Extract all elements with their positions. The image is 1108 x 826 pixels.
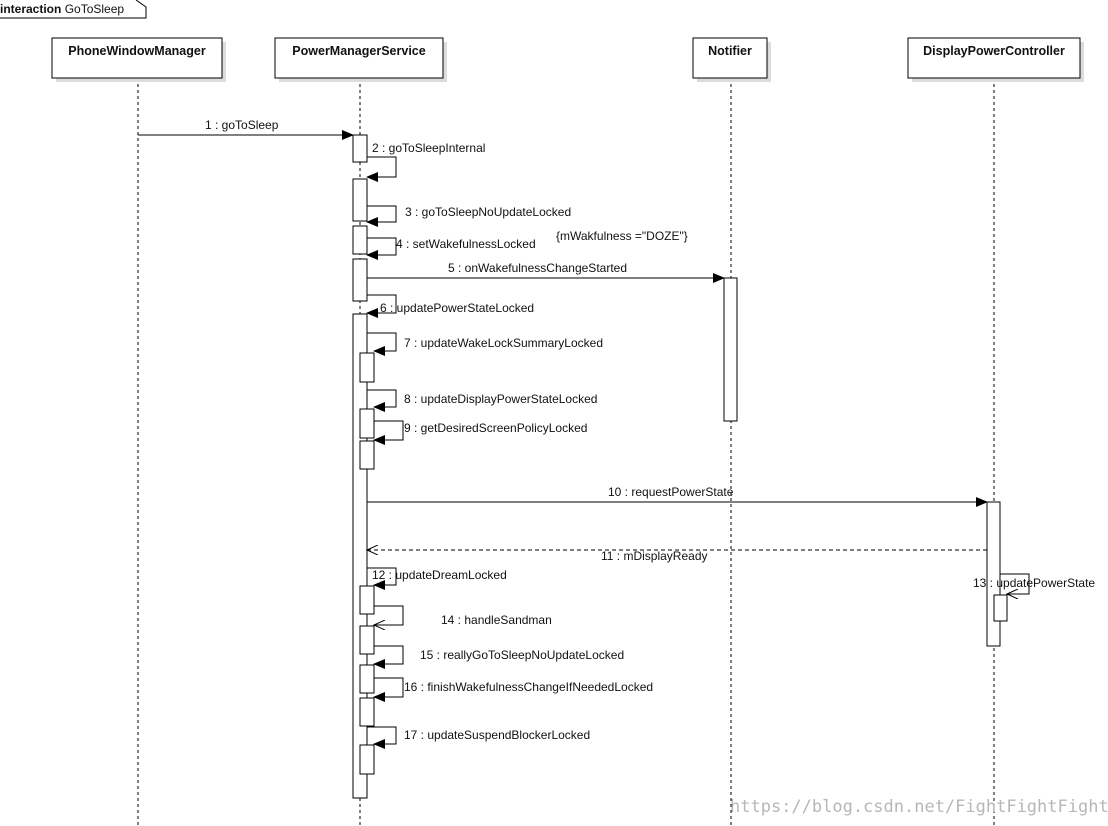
message-arrow — [366, 156, 397, 182]
message-arrow — [373, 645, 404, 669]
message-label: 15 : reallyGoToSleepNoUpdateLocked — [420, 648, 624, 662]
message-label: 5 : onWakefulnessChangeStarted — [448, 261, 627, 275]
activation-bar — [359, 585, 375, 615]
message-label: 17 : updateSuspendBlockerLocked — [404, 728, 590, 742]
activation-bar-display — [986, 501, 1001, 647]
message-arrow — [367, 389, 397, 412]
activation-bar — [359, 744, 375, 775]
activation-bar — [359, 625, 375, 655]
lifeline-head-display-power-controller[interactable]: DisplayPowerController — [907, 37, 1084, 82]
frame-name: GoToSleep — [65, 2, 125, 16]
message-label: 14 : handleSandman — [441, 613, 552, 627]
activation-bar — [359, 352, 375, 383]
message-arrow — [366, 205, 397, 227]
lifelines — [137, 78, 995, 826]
activation-bar-display-nested — [993, 594, 1008, 622]
message-arrow — [367, 567, 397, 590]
message-label: 1 : goToSleep — [205, 118, 279, 132]
lifeline-name: Notifier — [708, 44, 752, 58]
activation-bar — [359, 440, 375, 470]
activation-bar — [352, 178, 368, 222]
message-label: 16 : finishWakefulnessChangeIfNeededLock… — [404, 680, 653, 694]
message-labels: 1 : goToSleep 2 : goToSleepInternal 3 : … — [205, 118, 1095, 742]
activation-bar — [359, 408, 375, 439]
message-label: 12 : updateDreamLocked — [372, 568, 507, 582]
message-label: 7 : updateWakeLockSummaryLocked — [404, 336, 603, 350]
lifeline-head-notifier[interactable]: Notifier — [692, 37, 771, 82]
message-arrow — [366, 294, 397, 318]
activation-bar — [359, 697, 375, 727]
lifeline-name: PhoneWindowManager — [68, 44, 206, 58]
message-arrow — [373, 420, 404, 445]
lifeline-head-phone-window-manager[interactable]: PhoneWindowManager — [51, 37, 226, 82]
message-arrow — [366, 237, 397, 260]
messages — [138, 130, 1030, 749]
frame-title: interaction GoToSleep — [0, 2, 124, 16]
message-label: 13 : updatePowerState — [973, 576, 1095, 590]
message-label: 10 : requestPowerState — [608, 485, 734, 499]
message-label: 11 : mDisplayReady — [601, 549, 708, 563]
message-arrow — [374, 605, 404, 625]
lifeline-head-power-manager-service[interactable]: PowerManagerService — [274, 37, 447, 82]
message-label: 8 : updateDisplayPowerStateLocked — [404, 392, 597, 406]
frame-keyword: interaction — [0, 2, 61, 16]
message-label: 4 : setWakefulnessLocked — [396, 237, 536, 251]
message-arrow — [373, 677, 404, 702]
message-label: 6 : updatePowerStateLocked — [380, 301, 534, 315]
message-arrow — [367, 726, 397, 749]
lifeline-headers: PhoneWindowManager PowerManagerService N… — [51, 37, 1084, 82]
activation-bars — [352, 134, 1008, 799]
message-arrow — [367, 332, 397, 356]
message-label: 9 : getDesiredScreenPolicyLocked — [404, 421, 587, 435]
activation-bar-notifier — [723, 277, 738, 422]
lifeline-name: DisplayPowerController — [923, 44, 1065, 58]
message-label: 3 : goToSleepNoUpdateLocked — [405, 205, 571, 219]
activation-bar — [359, 664, 375, 694]
activation-bar — [352, 225, 368, 255]
activation-bar — [352, 134, 368, 163]
constraint-note: {mWakfulness ="DOZE"} — [556, 229, 688, 243]
activation-bar — [352, 258, 368, 302]
lifeline-name: PowerManagerService — [292, 44, 425, 58]
message-label: 2 : goToSleepInternal — [372, 141, 485, 155]
message-arrow — [1000, 573, 1030, 594]
watermark: https://blog.csdn.net/FightFightFight — [730, 797, 1108, 817]
interaction-frame: interaction GoToSleep — [0, 0, 147, 19]
